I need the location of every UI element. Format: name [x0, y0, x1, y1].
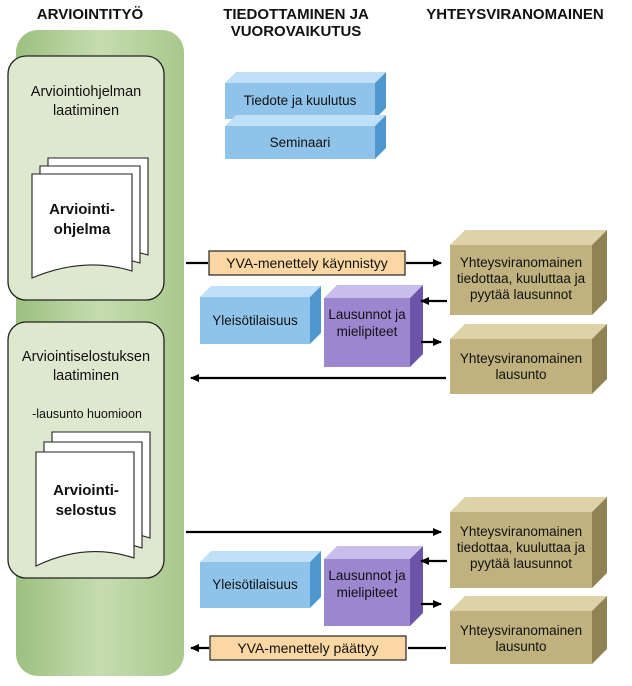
statements-1: Lausunnot ja mielipiteet	[328, 307, 406, 339]
statements-2-shape	[324, 546, 423, 626]
public-event-2-shape	[200, 551, 321, 608]
authority-statement-1: Yhteysviranomainen lausunto	[459, 351, 583, 382]
authority-2: Yhteysviranomainen tiedottaa, kuuluttaa …	[456, 524, 586, 571]
header-middle: TIEDOTTAMINEN JA VUOROVAIKUTUS	[223, 6, 369, 40]
public-event-1: Yleisötilaisuus	[212, 313, 298, 328]
report-panel-title: Arviointiselostuksen laatiminen	[21, 349, 151, 384]
public-event-2: Yleisötilaisuus	[212, 577, 298, 592]
report-document-label: Arviointi-selostus	[53, 482, 119, 519]
report-document-icon	[35, 431, 151, 567]
process-started-label: YVA-menettely käynnistyy	[226, 255, 388, 271]
process-ended-label-box	[209, 635, 407, 661]
program-document-icon	[31, 157, 149, 279]
seminar-box-shape	[225, 115, 386, 159]
seminar-box: Seminaari	[269, 135, 331, 150]
statements-1-shape	[324, 285, 423, 367]
process-ended-label: YVA-menettely päättyy	[237, 640, 379, 656]
program-document-label: Arviointi-ohjelma	[49, 201, 115, 238]
header-left: ARVIOINTITYÖ	[36, 6, 144, 23]
authority-statement-1-shape	[450, 324, 607, 394]
info-box: Tiedote ja kuulutus	[243, 93, 357, 108]
authority-1-shape	[450, 230, 607, 315]
process-started-label-box	[208, 250, 406, 276]
authority-1: Yhteysviranomainen tiedottaa, kuuluttaa …	[456, 255, 586, 302]
authority-statement-2-shape	[450, 596, 607, 664]
statements-2: Lausunnot ja mielipiteet	[328, 568, 406, 600]
info-box-shape	[225, 72, 386, 119]
authority-2-shape	[450, 497, 607, 588]
public-event-1-shape	[200, 286, 321, 344]
authority-statement-2: Yhteysviranomainen lausunto	[459, 623, 583, 654]
header-right: YHTEYSVIRANOMAINEN	[426, 6, 604, 23]
report-panel-note: -lausunto huomioon	[32, 407, 142, 421]
program-panel-title: Arviointiohjelman laatiminen	[30, 84, 142, 119]
